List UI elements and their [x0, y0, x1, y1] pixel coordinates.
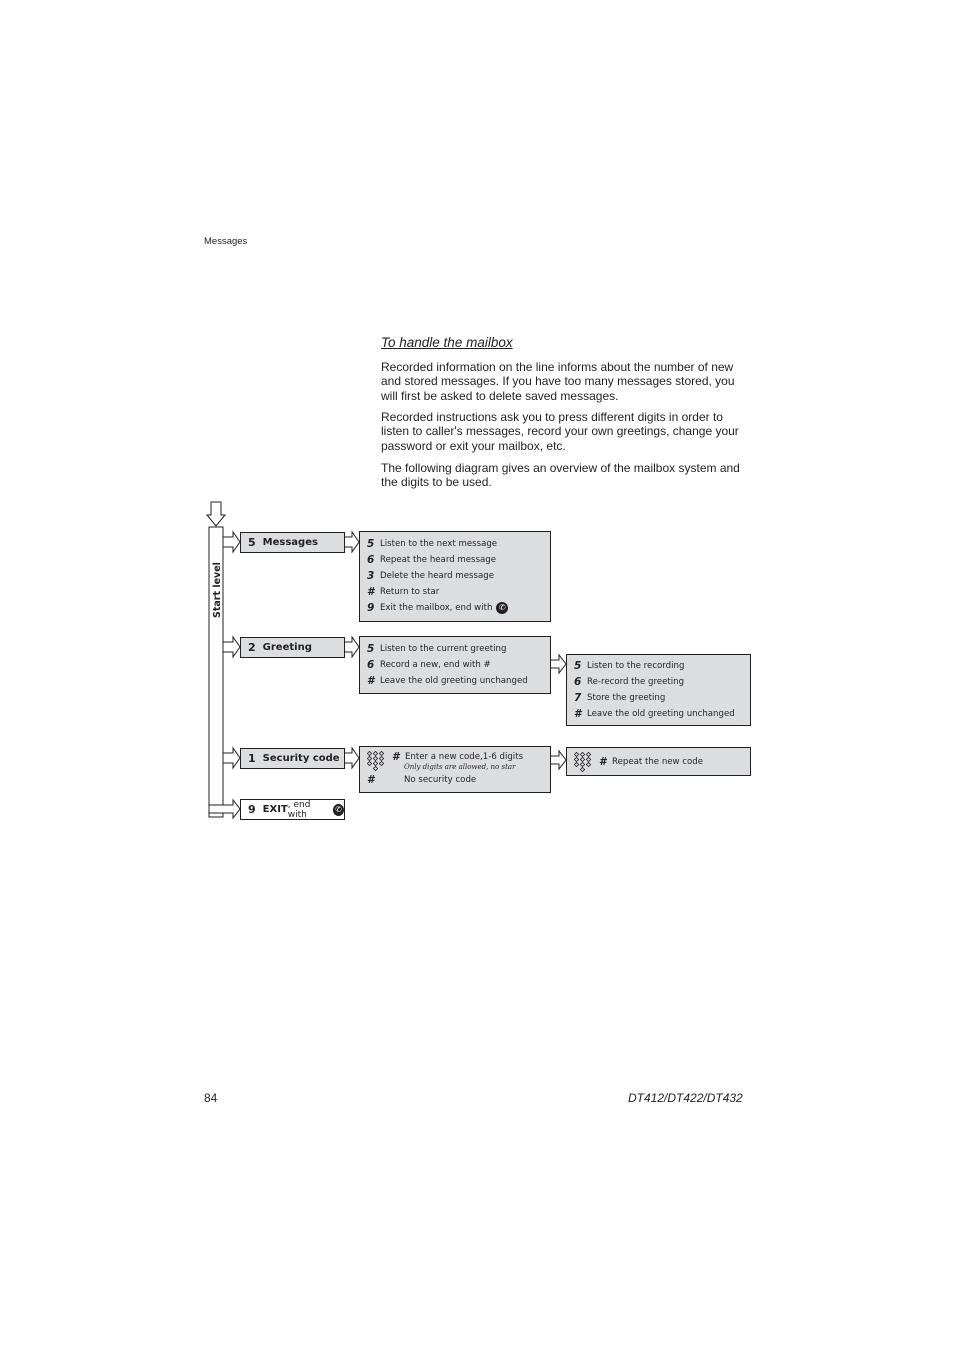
menu-security-code: 1 Security code [240, 748, 345, 769]
messages-option: #Return to star [367, 586, 440, 598]
phone-hangup-icon: ✆ [496, 602, 509, 614]
menu-greeting: 2 Greeting [240, 637, 345, 658]
security-sub-box: #Repeat the new code [566, 747, 751, 776]
menu-exit-suffix: , end with [287, 799, 311, 820]
menu-greeting-label: Greeting [262, 642, 312, 653]
start-level-label: Start level [212, 562, 223, 618]
menu-security-label: Security code [262, 753, 340, 764]
security-options-box: #Enter a new code,1-6 digits Only digits… [359, 746, 551, 793]
security-enter-option: #Enter a new code,1-6 digits [392, 751, 524, 763]
intro-paragraph-2: Recorded instructions ask you to press d… [381, 410, 739, 453]
greeting-sub-option: #Leave the old greeting unchanged [574, 708, 735, 720]
menu-exit-key: 9 [248, 803, 256, 816]
keypad-icon [574, 752, 592, 773]
security-note: Only digits are allowed, no star [404, 763, 516, 771]
intro-paragraph-1: Recorded information on the line informs… [381, 360, 735, 403]
menu-security-key: 1 [248, 752, 256, 765]
menu-messages: 5 Messages [240, 532, 345, 553]
section-header: Messages [204, 236, 248, 247]
menu-messages-key: 5 [248, 536, 256, 549]
security-repeat-option: #Repeat the new code [599, 756, 704, 768]
intro-paragraph-3: The following diagram gives an overview … [381, 461, 740, 490]
phone-hangup-icon: ✆ [332, 803, 344, 816]
page-title: To handle the mailbox [381, 335, 513, 350]
greeting-option: #Leave the old greeting unchanged [367, 675, 528, 687]
entry-arrow-icon [205, 501, 227, 527]
menu-exit-label: EXIT [262, 804, 288, 815]
menu-exit: 9 EXIT , end with ✆ [240, 799, 345, 820]
model-name: DT412/DT422/DT432 [628, 1091, 743, 1105]
menu-greeting-key: 2 [248, 641, 256, 654]
keypad-icon [367, 751, 385, 772]
page-number: 84 [204, 1091, 218, 1105]
security-none-option: #No security code [367, 774, 477, 786]
menu-messages-label: Messages [262, 537, 318, 548]
